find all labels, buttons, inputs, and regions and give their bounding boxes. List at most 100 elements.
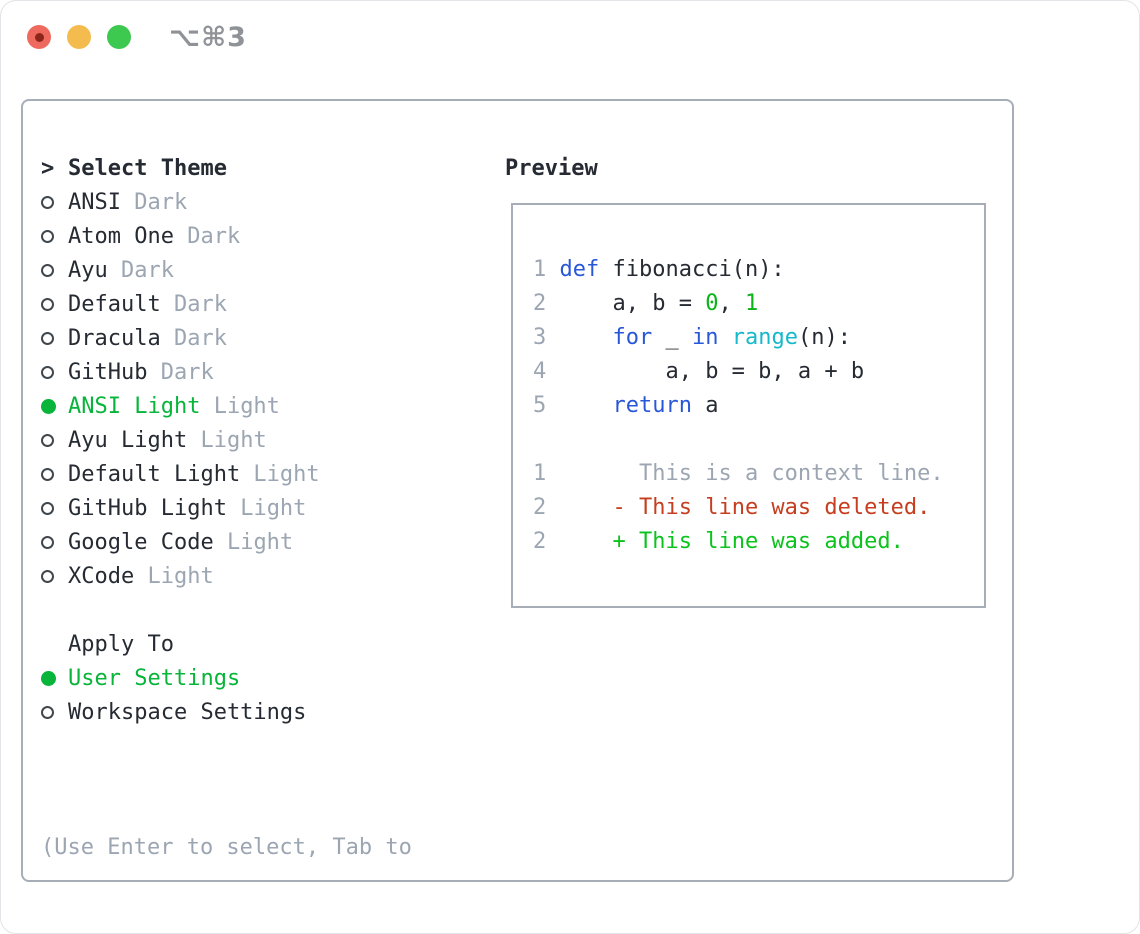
- theme-item-ansi-light[interactable]: ANSI Light Light: [41, 389, 505, 423]
- radio-selected-icon: [41, 398, 68, 414]
- preview-box: 1 def fibonacci(n): 2 a, b = 0, 1 3 for _ …: [511, 203, 986, 608]
- hint-line-1: (Use Enter to select, Tab to: [41, 835, 412, 860]
- spacer: [41, 593, 505, 627]
- window-title: ⌥⌘3: [169, 21, 247, 53]
- radio-icon: [41, 501, 68, 515]
- line-number: 1: [533, 257, 560, 282]
- radio-selected-icon: [41, 670, 68, 686]
- theme-variant-tag: Light: [187, 427, 267, 453]
- theme-item-label: GitHub: [68, 359, 148, 385]
- diff-preview: 1 This is a context line.2 - This line w…: [533, 457, 984, 559]
- diff-marker: -: [612, 495, 639, 520]
- diff-text: This line was added.: [638, 529, 904, 554]
- radio-icon: [41, 365, 68, 379]
- diff-marker: [612, 461, 639, 486]
- theme-item-ansi[interactable]: ANSI Dark: [41, 185, 505, 219]
- line-number: 2: [533, 529, 613, 554]
- theme-variant-tag: Light: [213, 529, 294, 555]
- theme-item-dracula[interactable]: Dracula Dark: [41, 321, 505, 355]
- preview-header: Preview: [505, 151, 1012, 185]
- titlebar: ⌥⌘3: [1, 1, 1139, 73]
- minimize-button[interactable]: [67, 25, 91, 49]
- diff-text: This is a context line.: [638, 461, 944, 486]
- theme-item-label: Default: [68, 291, 161, 317]
- select-theme-title: Select Theme: [68, 155, 227, 181]
- theme-item-label: Google Code: [68, 529, 214, 555]
- apply-option-label: User Settings: [68, 665, 241, 691]
- radio-icon: [41, 229, 68, 243]
- theme-item-label: GitHub Light: [68, 495, 227, 521]
- radio-icon: [41, 195, 68, 209]
- radio-icon: [41, 433, 68, 447]
- radio-icon: [41, 535, 68, 549]
- line-number: 1: [533, 461, 613, 486]
- radio-icon: [41, 263, 68, 277]
- code-line: 2 a, b = 0, 1: [533, 291, 759, 316]
- theme-variant-tag: Dark: [147, 359, 214, 385]
- fullscreen-button[interactable]: [107, 25, 131, 49]
- prompt-arrow-icon: >: [41, 155, 55, 181]
- diff-line-added: 2 + This line was added.: [533, 525, 984, 559]
- apply-option-workspace-settings[interactable]: Workspace Settings: [41, 695, 505, 729]
- close-button[interactable]: [27, 25, 51, 49]
- code-line: 1 def fibonacci(n):: [533, 257, 785, 282]
- apply-to-title: Apply To: [68, 631, 174, 657]
- line-number: 2: [533, 495, 613, 520]
- traffic-lights: [27, 25, 131, 49]
- theme-variant-tag: Dark: [173, 223, 241, 249]
- line-number: 5: [533, 393, 560, 418]
- diff-line-context: 1 This is a context line.: [533, 457, 984, 491]
- code-line: 3 for _ in range(n):: [533, 325, 851, 350]
- theme-variant-tag: Light: [226, 495, 307, 521]
- theme-item-label: Ayu Light: [68, 427, 188, 453]
- diff-marker: +: [612, 529, 639, 554]
- theme-item-xcode[interactable]: XCode Light: [41, 559, 505, 593]
- theme-item-github[interactable]: GitHub Dark: [41, 355, 505, 389]
- theme-item-google-code[interactable]: Google Code Light: [41, 525, 505, 559]
- apply-option-user-settings[interactable]: User Settings: [41, 661, 505, 695]
- theme-item-label: Default Light: [68, 461, 241, 487]
- radio-icon: [41, 331, 68, 345]
- preview-column: Preview 1 def fibonacci(n): 2 a, b = 0, 1…: [505, 151, 1012, 880]
- line-number: 2: [533, 291, 560, 316]
- theme-variant-tag: Light: [134, 563, 214, 589]
- theme-item-github-light[interactable]: GitHub Light Light: [41, 491, 505, 525]
- theme-item-label: XCode: [68, 563, 135, 589]
- preview-title: Preview: [505, 155, 598, 181]
- theme-item-ayu-light[interactable]: Ayu Light Light: [41, 423, 505, 457]
- radio-icon: [41, 705, 68, 719]
- theme-item-ayu[interactable]: Ayu Dark: [41, 253, 505, 287]
- theme-item-label: Dracula: [68, 325, 161, 351]
- radio-icon: [41, 467, 68, 481]
- theme-item-label: ANSI Light: [68, 393, 201, 419]
- apply-option-label: Workspace Settings: [68, 699, 307, 725]
- line-number: 3: [533, 325, 560, 350]
- theme-variant-tag: Dark: [160, 291, 227, 317]
- spacer: [41, 729, 505, 763]
- theme-item-label: ANSI: [68, 189, 121, 215]
- code-line: 4 a, b = b, a + b: [533, 359, 865, 384]
- theme-variant-tag: Dark: [120, 189, 188, 215]
- theme-item-label: Atom One: [68, 223, 174, 249]
- theme-item-default-light[interactable]: Default Light Light: [41, 457, 505, 491]
- code-preview: 1 def fibonacci(n): 2 a, b = 0, 1 3 for _ …: [533, 253, 984, 423]
- theme-item-atom-one[interactable]: Atom One Dark: [41, 219, 505, 253]
- code-line: 5 return a: [533, 393, 719, 418]
- theme-variant-tag: Light: [240, 461, 320, 487]
- theme-variant-tag: Dark: [160, 325, 227, 351]
- select-theme-header: > Select Theme: [41, 151, 505, 185]
- line-number: 4: [533, 359, 560, 384]
- unsaved-indicator-dot: [34, 32, 44, 42]
- spacer: [533, 423, 984, 457]
- theme-item-default[interactable]: Default Dark: [41, 287, 505, 321]
- hint-text: (Use Enter to select, Tab to change focu…: [41, 763, 505, 933]
- apply-to-header: Apply To: [41, 627, 505, 661]
- diff-line-deleted: 2 - This line was deleted.: [533, 491, 984, 525]
- theme-variant-tag: Dark: [107, 257, 174, 283]
- radio-icon: [41, 569, 68, 583]
- radio-icon: [41, 297, 68, 311]
